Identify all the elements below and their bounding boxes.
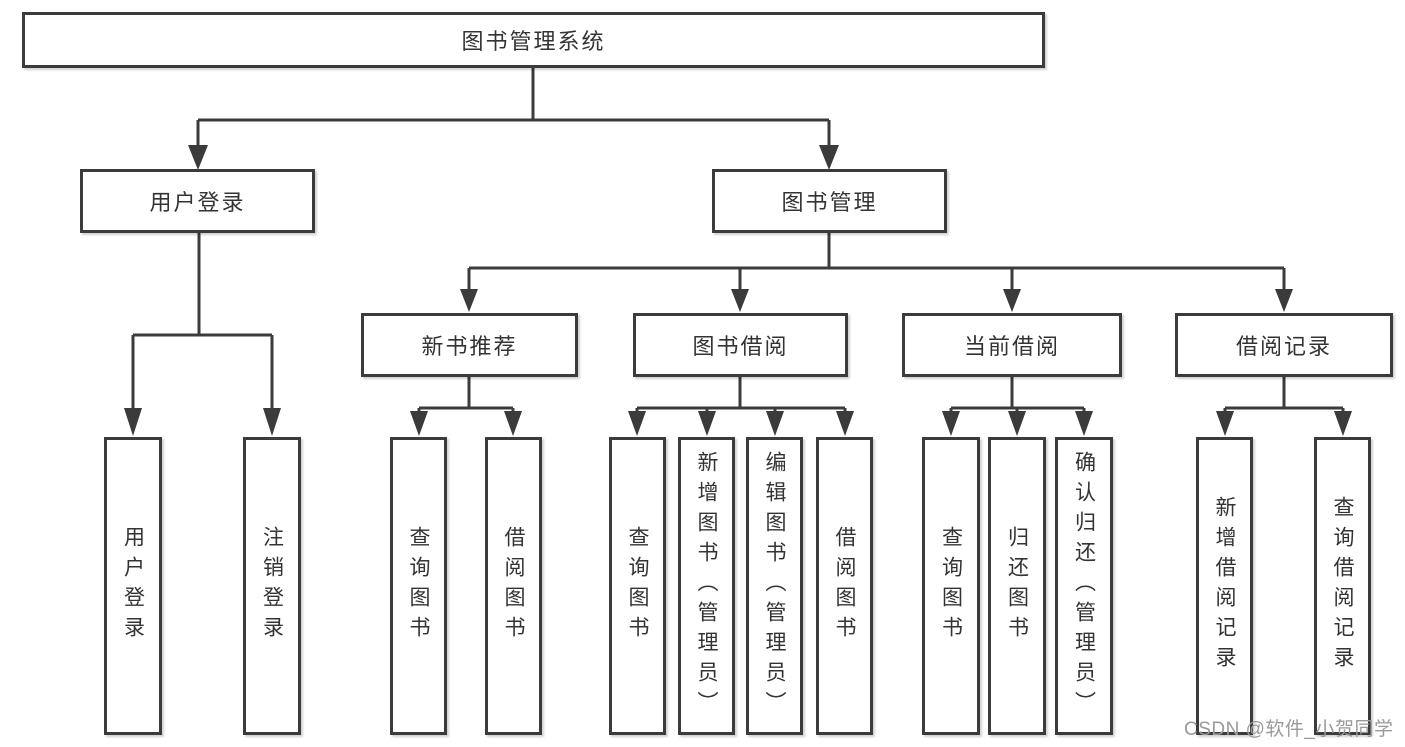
arrow-down-icon — [1075, 411, 1093, 436]
leaf-newbook-query-book-label: 查询图书 — [407, 526, 430, 646]
node-root-label: 图书管理系统 — [461, 29, 606, 54]
leaf-current-confirm-return-admin-label: 确认归还（管理员） — [1072, 451, 1096, 721]
leaf-current-return-book: 归还图书 — [988, 437, 1046, 735]
arrow-down-icon — [628, 411, 646, 436]
node-borrow-records-label: 借阅记录 — [1235, 334, 1332, 359]
leaf-user-login-label: 用户登录 — [121, 526, 145, 646]
arrow-down-icon — [1334, 411, 1352, 436]
node-current-borrow-label: 当前借阅 — [963, 334, 1060, 359]
leaf-borrow-borrow-book-label: 借阅图书 — [833, 526, 856, 646]
connector-user-login-split — [131, 233, 274, 411]
leaf-newbook-borrow-book-label: 借阅图书 — [502, 526, 525, 646]
arrow-down-icon — [698, 411, 716, 436]
node-user-login: 用户登录 — [80, 169, 315, 233]
leaf-current-return-book-label: 归还图书 — [1005, 526, 1029, 646]
connector-new-book-split — [417, 377, 515, 414]
node-new-book-recommend: 新书推荐 — [361, 313, 578, 377]
leaf-newbook-borrow-book: 借阅图书 — [485, 437, 542, 735]
leaf-records-query-borrow-record: 查询借阅记录 — [1314, 437, 1371, 735]
leaf-newbook-query-book: 查询图书 — [390, 437, 447, 735]
arrow-down-icon — [1216, 411, 1234, 436]
arrow-down-icon — [819, 145, 839, 170]
arrow-down-icon — [942, 411, 960, 436]
arrow-down-icon — [1003, 289, 1021, 312]
leaf-current-confirm-return-admin: 确认归还（管理员） — [1055, 437, 1113, 735]
leaf-logout-login-label: 注销登录 — [260, 526, 284, 646]
node-book-management: 图书管理 — [712, 169, 947, 233]
leaf-records-add-borrow-record-label: 新增借阅记录 — [1213, 496, 1236, 676]
node-current-borrow: 当前借阅 — [902, 313, 1122, 377]
node-book-management-label: 图书管理 — [781, 190, 878, 215]
node-root: 图书管理系统 — [22, 12, 1045, 68]
arrow-down-icon — [188, 145, 208, 170]
leaf-current-query-book: 查询图书 — [922, 437, 980, 735]
connector-current-borrow-split — [949, 377, 1086, 414]
leaf-records-add-borrow-record: 新增借阅记录 — [1196, 437, 1253, 735]
watermark: CSDN @软件_小贺同学 — [1184, 719, 1394, 740]
leaf-current-query-book-label: 查询图书 — [939, 526, 963, 646]
connector-book-borrow-split — [635, 377, 847, 414]
node-book-borrow-label: 图书借阅 — [692, 334, 789, 359]
arrow-down-icon — [504, 411, 522, 436]
leaf-user-login: 用户登录 — [104, 437, 162, 735]
node-borrow-records: 借阅记录 — [1175, 313, 1393, 377]
arrow-down-icon — [1008, 411, 1026, 436]
arrow-down-icon — [836, 411, 854, 436]
arrow-down-icon — [263, 408, 281, 436]
leaf-records-query-borrow-record-label: 查询借阅记录 — [1331, 496, 1354, 676]
arrow-down-icon — [124, 408, 142, 436]
arrow-down-icon — [410, 411, 428, 436]
leaf-borrow-query-book: 查询图书 — [609, 437, 666, 735]
leaf-borrow-add-book-admin-label: 新增图书（管理员） — [695, 451, 718, 721]
leaf-borrow-add-book-admin: 新增图书（管理员） — [678, 437, 735, 735]
arrow-down-icon — [460, 289, 478, 312]
node-user-login-label: 用户登录 — [149, 190, 246, 215]
leaf-logout-login: 注销登录 — [243, 437, 301, 735]
arrow-down-icon — [731, 289, 749, 312]
connector-borrow-records-split — [1223, 377, 1345, 414]
node-book-borrow: 图书借阅 — [633, 313, 848, 377]
leaf-borrow-edit-book-admin: 编辑图书（管理员） — [746, 437, 803, 735]
connector-book-management-split — [467, 233, 1286, 291]
leaf-borrow-edit-book-admin-label: 编辑图书（管理员） — [763, 451, 786, 721]
node-new-book-recommend-label: 新书推荐 — [421, 334, 518, 359]
arrow-down-icon — [766, 411, 784, 436]
arrow-down-icon — [1275, 289, 1293, 312]
leaf-borrow-query-book-label: 查询图书 — [626, 526, 649, 646]
leaf-borrow-borrow-book: 借阅图书 — [816, 437, 873, 735]
connector-root-split — [196, 68, 831, 147]
